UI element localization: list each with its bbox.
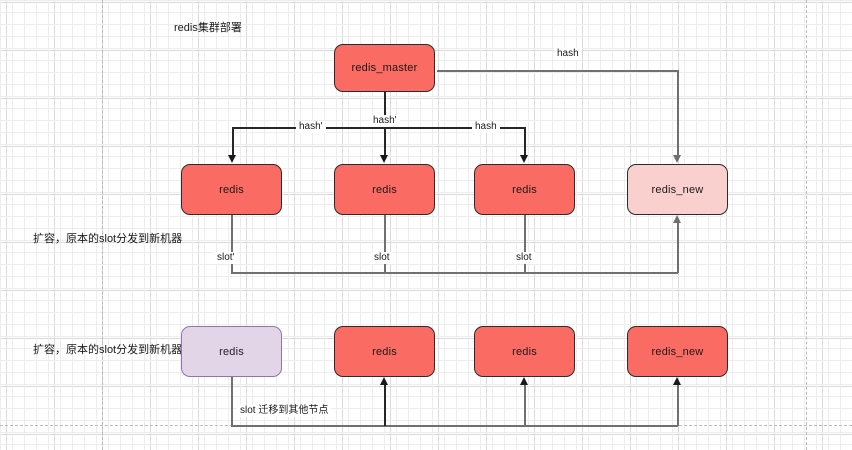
node-bot-redis-2[interactable]: redis <box>334 326 435 377</box>
arrow-up-to-mid-redis-new <box>673 215 681 223</box>
node-redis-master-label: redis_master <box>351 62 418 74</box>
node-bot-redis-3[interactable]: redis <box>474 326 575 377</box>
node-bot-redis-new[interactable]: redis_new <box>627 326 728 377</box>
node-mid-redis-3[interactable]: redis <box>474 164 575 215</box>
edge-migrate-to-new-vertical <box>677 385 679 426</box>
edge-hash-prime-left-vertical <box>232 127 234 156</box>
node-mid-redis-new-label: redis_new <box>651 183 704 196</box>
arrow-up-to-bot-redis-2 <box>380 377 388 385</box>
edge-hash-topright-vertical <box>677 70 679 156</box>
edge-slot-bus-riser <box>677 222 679 273</box>
edge-hash-right-horizontal <box>384 127 525 129</box>
node-mid-redis-3-label: redis <box>512 183 537 196</box>
arrow-to-mid-redis-new <box>673 155 681 163</box>
edge-hash-right-vertical <box>524 127 526 156</box>
edge-master-stub <box>384 92 386 128</box>
edge-migrate-to-2-vertical <box>384 385 386 426</box>
diagram-title: redis集群部署 <box>174 22 242 34</box>
arrow-up-to-bot-redis-new <box>673 377 681 385</box>
node-mid-redis-new[interactable]: redis_new <box>627 164 728 215</box>
node-bot-redis-2-label: redis <box>372 345 397 358</box>
edge-slot-prime-vertical <box>231 215 233 273</box>
node-mid-redis-2-label: redis <box>372 183 397 196</box>
edge-slot-bus-horizontal <box>231 272 678 274</box>
edge-label-hash-top-right: hash <box>554 48 582 60</box>
arrow-to-mid-redis-1 <box>228 155 236 163</box>
edge-slot-right-vertical <box>524 215 526 273</box>
edge-migrate-bus-horizontal <box>231 425 678 427</box>
page-break-vertical-left <box>102 0 103 450</box>
edge-hash-topright-horizontal <box>437 70 678 72</box>
edge-slot-mid-vertical <box>384 215 386 273</box>
edge-label-slot-prime: slot' <box>214 252 238 264</box>
node-bot-redis-1[interactable]: redis <box>181 326 282 377</box>
edge-label-slot-mid: slot <box>371 252 393 264</box>
edge-label-slot-right: slot <box>513 252 535 264</box>
edge-hash-prime-mid-vertical <box>384 127 386 156</box>
edge-label-hash-right: hash <box>472 121 500 133</box>
edge-migrate-to-3-vertical <box>524 385 526 426</box>
node-mid-redis-1[interactable]: redis <box>181 164 282 215</box>
arrow-to-mid-redis-2 <box>380 155 388 163</box>
edge-migrate-source-vertical <box>231 377 233 427</box>
arrow-up-to-bot-redis-3 <box>520 377 528 385</box>
edge-label-slot-migrate: slot 迁移到其他节点 <box>237 405 332 417</box>
arrow-to-mid-redis-3 <box>520 155 528 163</box>
node-redis-master[interactable]: redis_master <box>334 44 435 92</box>
edge-label-hash-prime-mid: hash' <box>370 115 400 127</box>
node-bot-redis-new-label: redis_new <box>651 345 704 358</box>
page-break-vertical-right <box>806 0 807 450</box>
node-mid-redis-1-label: redis <box>219 183 244 196</box>
note-expand-bottom: 扩容，原本的slot分发到新机器 <box>33 344 183 356</box>
node-bot-redis-1-label: redis <box>219 345 244 358</box>
note-expand-top: 扩容，原本的slot分发到新机器 <box>33 233 183 245</box>
edge-label-hash-prime-left: hash' <box>296 121 326 133</box>
node-mid-redis-2[interactable]: redis <box>334 164 435 215</box>
node-bot-redis-3-label: redis <box>512 345 537 358</box>
